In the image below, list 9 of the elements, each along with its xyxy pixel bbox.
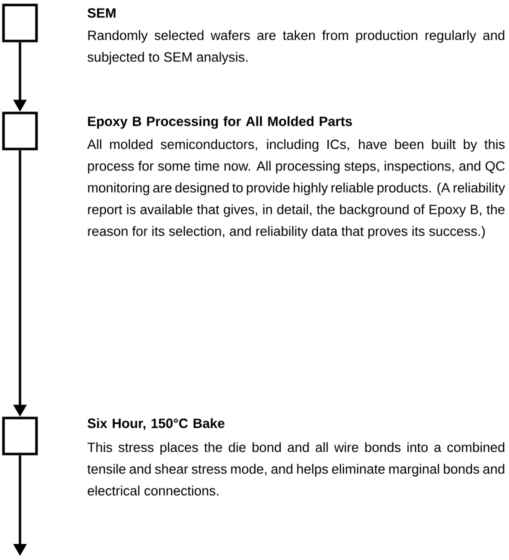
heading: SEM — [88, 8, 116, 18]
process-box — [2, 416, 38, 456]
process-box — [2, 112, 38, 150]
process-box — [2, 4, 38, 42]
paragraph: All molded semiconductors, including ICs, have been built by this process for some time now. All processing steps, inspections, and QC monitoring are designed to provide highly reliable products. (A reliability report is available that gives, in detail, the background of Epoxy B, the reason for its selection, and reliability data that proves its success.) — [87, 139, 506, 239]
heading: Epoxy B Processing for All Molded Parts — [88, 116, 352, 129]
heading: Six Hour, 150°C Bake — [88, 418, 224, 430]
paragraph: Randomly selected wafers are taken from production regularly and subjected to SEM analysis. — [88, 30, 504, 64]
paragraph: This stress places the die bond and all wire bonds into a combined tensile and shear stress mode, and helps eliminate marginal bonds and electrical connections. — [87, 442, 504, 496]
